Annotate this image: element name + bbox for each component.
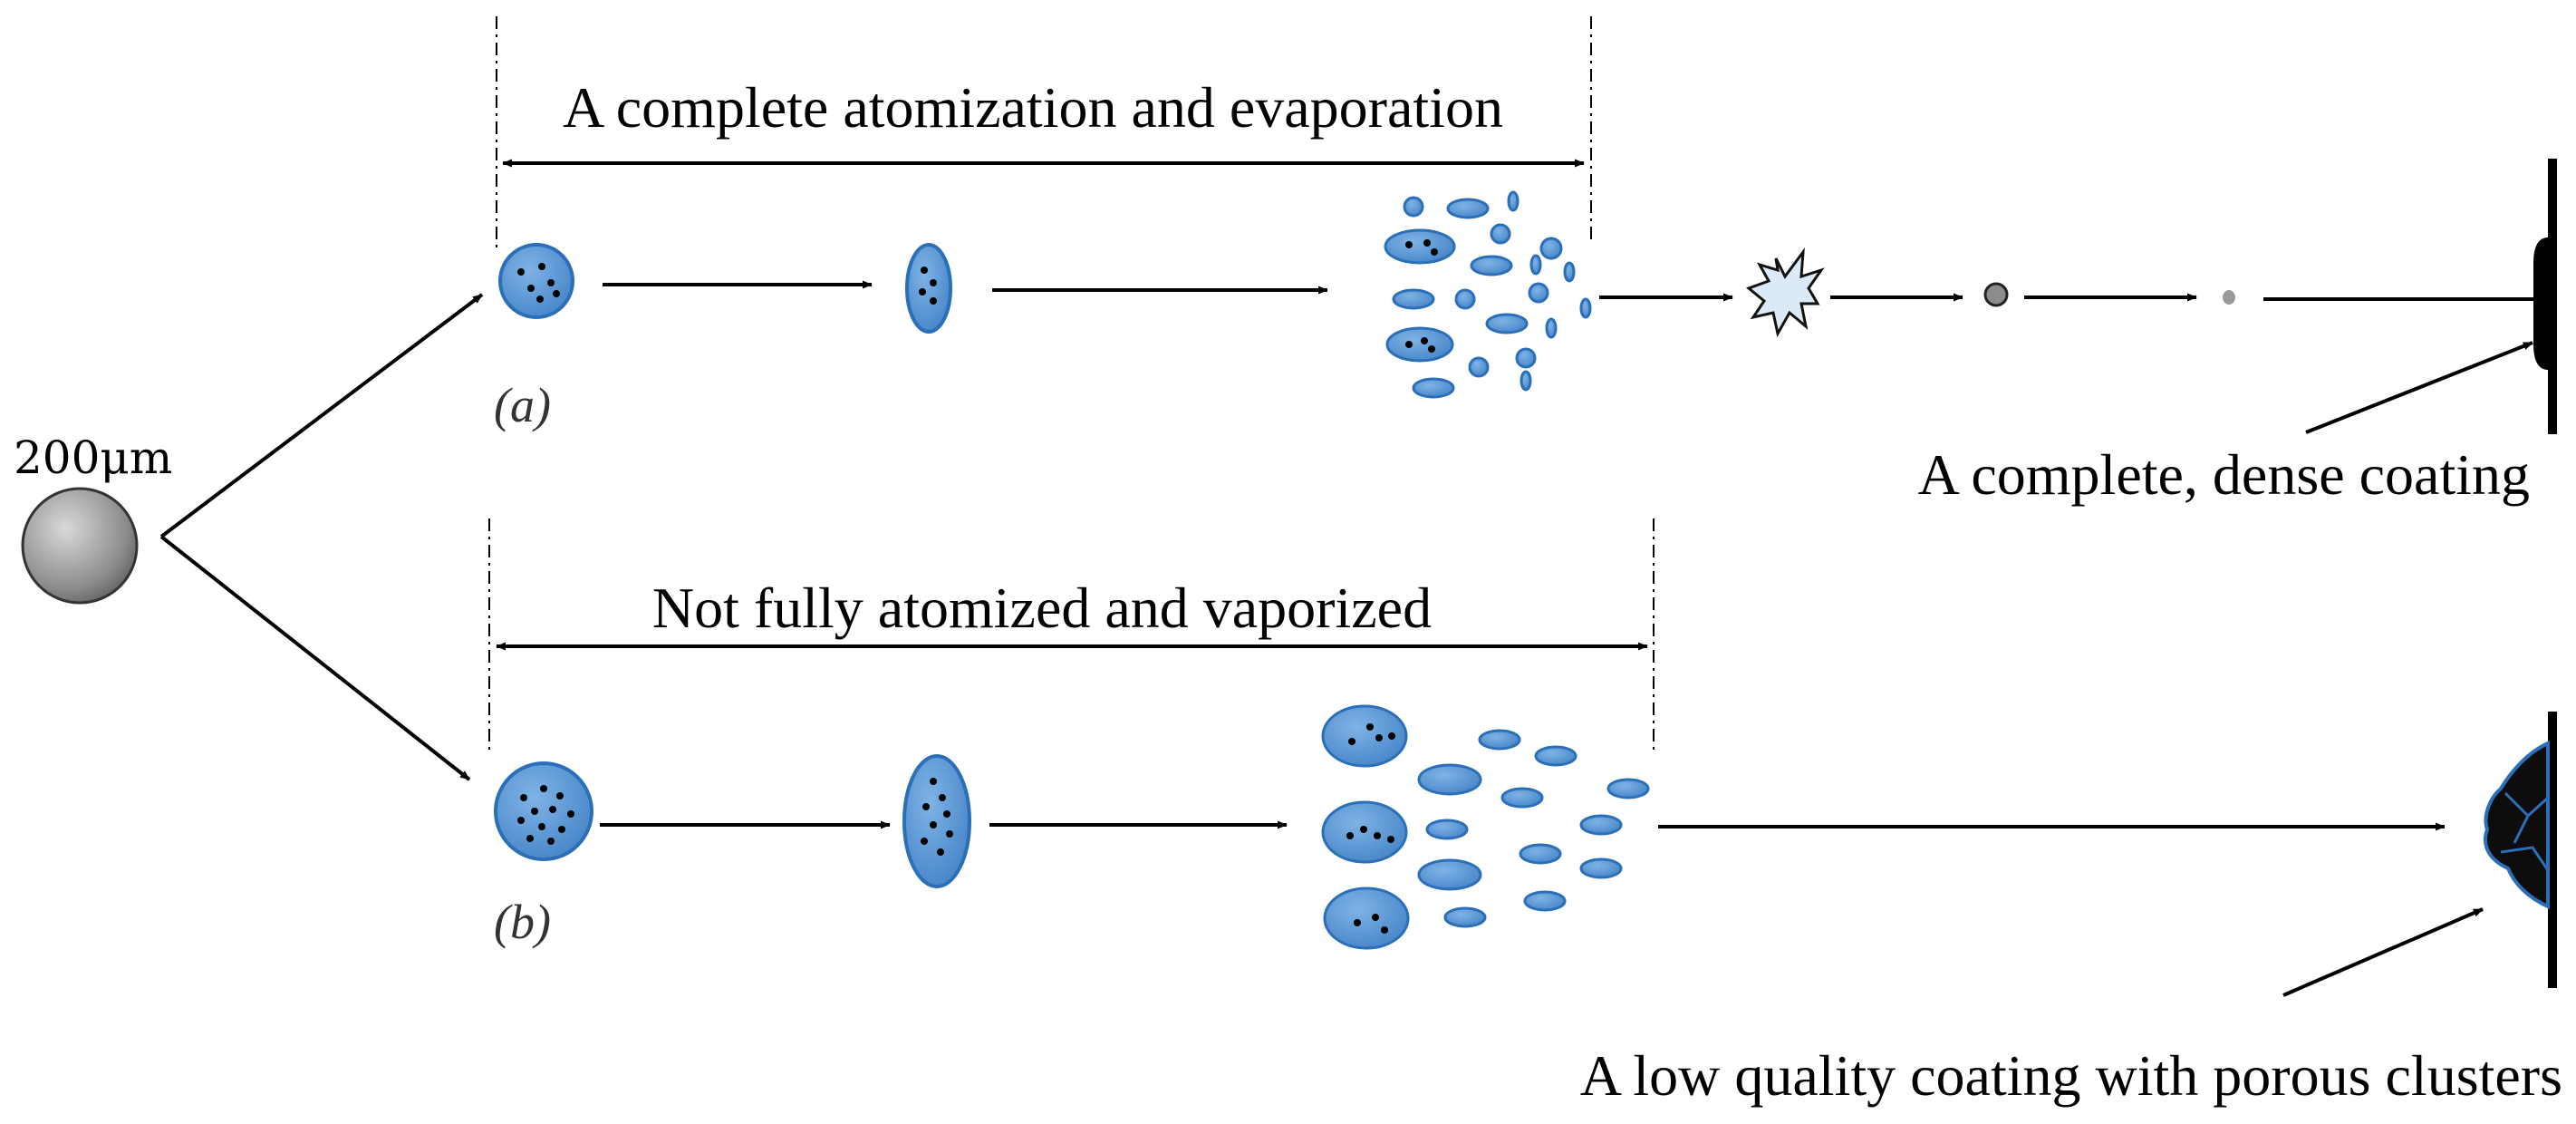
path-b: Not fully atomized and vaporized xyxy=(488,518,2562,1108)
droplet xyxy=(494,761,593,861)
result-pointer-a xyxy=(2305,341,2533,434)
particle-size-label: 200μm xyxy=(14,431,172,484)
fragment-inclusions xyxy=(1405,239,1438,353)
result-label-b: A low quality coating with porous cluste… xyxy=(1580,1043,2562,1108)
fragment-inclusions xyxy=(1346,723,1395,934)
droplet-fragments xyxy=(1384,190,1592,399)
vaporization-flash xyxy=(1746,247,1825,338)
substrate-b xyxy=(2548,712,2557,988)
porous-clusters xyxy=(2484,740,2550,910)
droplet xyxy=(902,754,971,888)
tag-a: (a) xyxy=(494,378,551,432)
vapor-trace xyxy=(2223,290,2235,305)
droplet xyxy=(498,243,574,319)
result-label-a: A complete, dense coating xyxy=(1918,442,2530,507)
branch-arrow-a xyxy=(159,293,484,538)
result-pointer-b xyxy=(2282,907,2484,997)
span-label-a: A complete atomization and evaporation xyxy=(563,75,1503,140)
path-a: A complete atomization and evaporation xyxy=(494,16,2557,507)
span-label-b: Not fully atomized and vaporized xyxy=(652,576,1432,640)
tag-b: (b) xyxy=(494,895,551,949)
source-particle xyxy=(21,487,139,605)
vapor-particle xyxy=(1983,282,2009,307)
droplet-fragments xyxy=(1321,704,1650,950)
dense-coating xyxy=(2533,237,2548,370)
substrate-a xyxy=(2548,159,2557,434)
branch-arrow-b xyxy=(159,535,471,781)
droplet xyxy=(905,243,952,334)
